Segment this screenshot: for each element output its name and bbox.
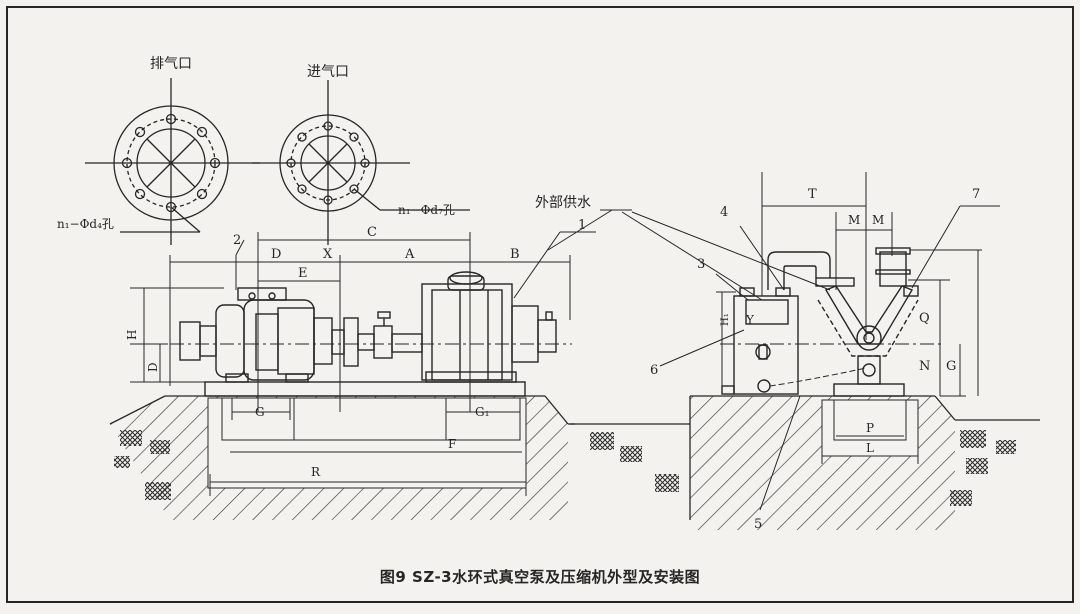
intake-holes-label: n₁−Φd₇孔 <box>398 203 455 217</box>
dim-G1: G₁ <box>475 405 489 419</box>
pump-body <box>421 271 557 383</box>
dim-X: X <box>323 247 333 262</box>
intake-flange <box>252 80 470 245</box>
base-plate <box>204 381 526 397</box>
coupling <box>331 311 423 367</box>
dim-A: A <box>404 247 415 262</box>
dim-C: C <box>367 225 377 240</box>
left-foundation <box>109 395 575 520</box>
dim-T: T <box>808 187 817 202</box>
callout-6: 6 <box>650 363 658 378</box>
dim-M1: M <box>848 213 860 227</box>
exhaust-label: 排气口 <box>150 56 192 72</box>
dim-B: B <box>510 247 520 262</box>
callout-1: 1 <box>578 218 586 233</box>
dim-M2: M <box>872 213 884 227</box>
dim-G-right: G <box>946 359 956 374</box>
dim-D-side: D <box>146 362 160 372</box>
dim-F: F <box>448 437 456 451</box>
exhaust-holes-label: n₁−Φd₄孔 <box>57 217 114 231</box>
intake-label: 进气口 <box>307 64 349 80</box>
callout-2: 2 <box>233 233 241 248</box>
callout-5: 5 <box>754 517 762 532</box>
left-dimensions <box>130 231 596 496</box>
callout-3: 3 <box>697 257 705 272</box>
dim-Q: Q <box>919 311 930 326</box>
right-dimensions <box>659 172 1000 511</box>
right-foundation <box>570 395 1040 530</box>
dim-L: L <box>866 441 874 455</box>
dim-H1: H₁ <box>720 313 731 326</box>
exhaust-flange <box>85 78 260 245</box>
motor <box>179 287 333 383</box>
dim-H: H <box>125 330 139 340</box>
outer-border <box>6 6 1074 603</box>
callout-7: 7 <box>972 187 980 202</box>
dim-P: P <box>866 421 874 435</box>
external-water-label: 外部供水 <box>535 195 591 211</box>
external-water-leaders <box>547 209 831 301</box>
water-tank <box>721 287 799 395</box>
dim-G-left: G <box>255 405 265 419</box>
dim-N: N <box>919 359 930 374</box>
dim-D: D <box>271 247 281 262</box>
figure-caption: 图9 SZ-3水环式真空泵及压缩机外型及安装图 <box>379 568 701 586</box>
callout-4: 4 <box>720 205 728 220</box>
dim-E: E <box>298 266 308 281</box>
water-line <box>769 367 867 387</box>
pump-side-body <box>817 247 919 397</box>
dim-Y: Y <box>745 313 755 327</box>
dim-R: R <box>311 465 321 479</box>
